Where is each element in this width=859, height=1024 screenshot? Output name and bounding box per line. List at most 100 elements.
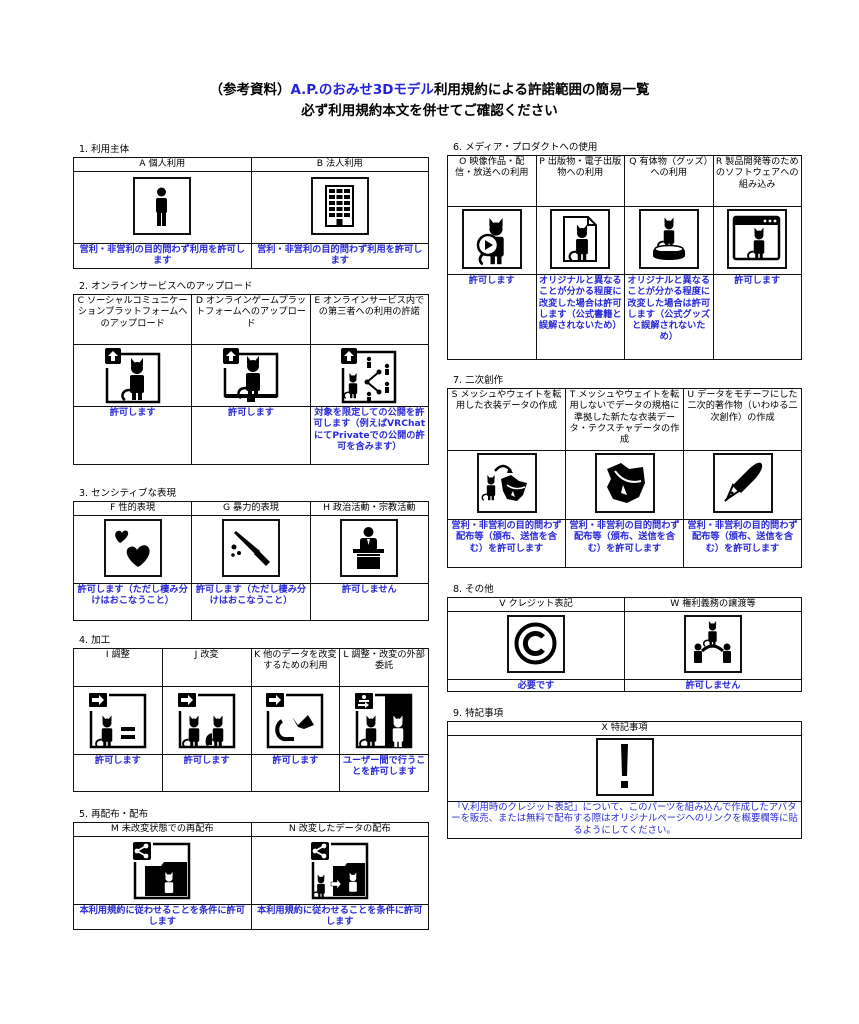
item-permission-v: 必要です — [447, 678, 625, 693]
title-brand: A.P.のおみせ3Dモデル — [290, 82, 434, 98]
item-permission-w: 許可しません — [624, 678, 802, 693]
item-label-i: I 調整 — [73, 648, 163, 687]
title-prefix: （参考資料） — [209, 82, 291, 98]
permission-table: F 性的表現 G 暴力的表現 H 政治活動・宗教活動 許可します（ただし棲み分け… — [72, 501, 430, 621]
item-label-q: Q 有体物（グッズ）への利用 — [624, 155, 714, 207]
section-redistribution: 5. 再配布・配布 M 未改変状態での再配布 N 改変したデータの配布 本利用規… — [73, 809, 429, 930]
section-title: 9. 特記事項 — [453, 708, 504, 719]
upload-avatar-icon — [104, 347, 160, 403]
building-icon — [310, 176, 369, 235]
item-label-d: D オンラインゲームプラットフォームへのアップロード — [191, 294, 311, 345]
section-special-notes: 9. 特記事項 X 特記事項 「V.利用時のクレジット表記」について、このパーツ… — [447, 708, 802, 839]
item-label-f: F 性的表現 — [72, 501, 193, 516]
item-label-s: S メッシュやウェイトを転用した衣装データの作成 — [447, 388, 566, 451]
item-label-j: J 改変 — [161, 648, 252, 687]
item-permission-t: 営利・非営利の目的問わず配布等（頒布、送信を含む）を許可します — [565, 519, 684, 568]
figure-icon — [638, 208, 699, 269]
item-permission-x: 「V.利用時のクレジット表記」について、このパーツを組み込んで作成したアバターを… — [447, 801, 802, 839]
item-permission-o: 許可します — [447, 274, 537, 360]
upload-monitor-icon — [222, 347, 279, 402]
item-label-m: M 未改変状態での再配布 — [73, 822, 252, 837]
item-permission-k: 許可します — [250, 754, 341, 792]
transfer-rights-icon — [684, 614, 742, 673]
title-suffix: 利用規約による許諾範囲の簡易一覧 — [433, 82, 650, 98]
item-permission-s: 営利・非営利の目的問わず配布等（頒布、送信を含む）を許可します — [447, 519, 566, 568]
item-label-v: V クレジット表記 — [447, 597, 625, 612]
section-title: 6. メディア・プロダクトへの使用 — [453, 142, 598, 153]
item-permission-i: 許可します — [73, 754, 163, 792]
parts-reuse-icon — [266, 692, 324, 748]
item-permission-b: 営利・非営利の目的問わず利用を許可します — [250, 243, 429, 269]
permission-table: M 未改変状態での再配布 N 改変したデータの配布 本利用規約に従わせることを条… — [73, 822, 429, 930]
item-permission-q: オリジナルと異なることが分かる程度に改変した場合は許可します（公式グッズと誤解さ… — [624, 274, 714, 360]
item-label-e: E オンラインサービス内での第三者への利用の許諾 — [309, 294, 430, 345]
item-permission-m: 本利用規約に従わせることを条件に許可します — [73, 904, 252, 930]
adjust-icon — [88, 692, 147, 748]
permission-table: A 個人利用 B 法人利用 営利・非営利の目的問わず利用を許可します 営利・非営… — [73, 157, 429, 269]
share-folder-icon — [132, 840, 191, 899]
outsource-icon — [355, 692, 413, 748]
upload-share-icon — [341, 347, 397, 403]
item-permission-l: ユーザー間で行うことを許可します — [339, 754, 429, 792]
item-permission-c: 許可します — [72, 406, 193, 465]
share-modified-icon — [309, 840, 368, 899]
item-permission-u: 営利・非営利の目的問わず配布等（頒布、送信を含む）を許可します — [683, 519, 802, 568]
item-permission-a: 営利・非営利の目的問わず利用を許可します — [73, 243, 252, 269]
permission-table: S メッシュやウェイトを転用した衣装データの作成 T メッシュやウェイトを転用し… — [447, 388, 802, 568]
outfit-transfer-icon — [476, 453, 537, 514]
item-label-g: G 暴力的表現 — [191, 501, 311, 516]
item-permission-e: 対象を限定しての公開を許可します（例えばVRChatにてPrivateでの公開の… — [309, 406, 430, 465]
video-play-icon — [461, 208, 522, 269]
item-label-p: P 出版物・電子出版物への利用 — [535, 155, 625, 207]
section-media-products: 6. メディア・プロダクトへの使用 O 映像作品・配信・放送への利用 P 出版物… — [447, 142, 802, 360]
section-title: 7. 二次創作 — [453, 375, 504, 386]
item-permission-h: 許可しません — [309, 583, 430, 621]
item-permission-n: 本利用規約に従わせることを条件に許可します — [250, 904, 429, 930]
item-permission-r: 許可します — [712, 274, 802, 360]
item-label-h: H 政治活動・宗教活動 — [309, 501, 430, 516]
item-label-n: N 改変したデータの配布 — [250, 822, 429, 837]
section-title: 2. オンラインサービスへのアップロード — [79, 281, 253, 292]
item-label-u: U データをモチーフにした二次的著作物（いわゆる二次創作）の作成 — [683, 388, 802, 451]
item-label-t: T メッシュやウェイトを転用しないでデータの規格に準拠した新たな衣装データ・テク… — [565, 388, 684, 451]
permission-table: V クレジット表記 W 権利義務の譲渡等 必要です 許可しません — [447, 597, 802, 693]
copyright-icon — [507, 614, 565, 673]
person-icon — [133, 176, 192, 235]
item-permission-p: オリジナルと異なることが分かる程度に改変した場合は許可します（公式書籍と誤解され… — [535, 274, 625, 360]
permission-table: O 映像作品・配信・放送への利用 P 出版物・電子出版物への利用 Q 有体物（グ… — [447, 155, 802, 360]
exclamation-icon — [595, 737, 654, 796]
permission-table: X 特記事項 「V.利用時のクレジット表記」について、このパーツを組み込んで作成… — [447, 721, 802, 839]
modify-icon — [177, 692, 235, 748]
item-label-l: L 調整・改変の外部委託 — [339, 648, 429, 687]
item-permission-j: 許可します — [161, 754, 252, 792]
item-label-c: C ソーシャルコミュニケーションプラットフォームへのアップロード — [72, 294, 193, 345]
item-label-a: A 個人利用 — [73, 157, 252, 172]
permission-table: C ソーシャルコミュニケーションプラットフォームへのアップロード D オンライン… — [72, 294, 430, 465]
page-subtitle: 必ず利用規約本文を併せてご確認ください — [301, 103, 558, 119]
item-permission-d: 許可します — [191, 406, 311, 465]
section-online-upload: 2. オンラインサービスへのアップロード C ソーシャルコミュニケーションプラッ… — [72, 281, 430, 465]
section-title: 4. 加工 — [79, 635, 111, 646]
section-title: 1. 利用主体 — [79, 144, 130, 155]
item-label-r: R 製品開発等のためのソフトウェアへの組み込み — [712, 155, 802, 207]
section-title: 8. その他 — [453, 584, 494, 595]
page-title: （参考資料）A.P.のおみせ3Dモデル利用規約による許諾範囲の簡易一覧 — [0, 80, 859, 100]
section-usage-subject: 1. 利用主体 A 個人利用 B 法人利用 営利・非営利の目的問わず利用を許可し… — [73, 144, 429, 269]
document-icon — [550, 208, 611, 269]
section-title: 5. 再配布・配布 — [79, 809, 149, 820]
pen-nib-icon — [712, 453, 773, 514]
knife-icon — [221, 518, 280, 577]
item-permission-f: 許可します（ただし棲み分けはおこなうこと） — [72, 583, 193, 621]
item-label-b: B 法人利用 — [250, 157, 429, 172]
permission-table: I 調整 J 改変 K 他のデータを改変するための利用 L 調整・改変の外部委託… — [73, 648, 429, 792]
section-title: 3. センシティブな表現 — [79, 488, 177, 499]
item-label-k: K 他のデータを改変するための利用 — [250, 648, 341, 687]
section-processing: 4. 加工 I 調整 J 改変 K 他のデータを改変するための利用 L 調整・改… — [73, 635, 429, 792]
item-permission-g: 許可します（ただし棲み分けはおこなうこと） — [191, 583, 311, 621]
section-derivative-works: 7. 二次創作 S メッシュやウェイトを転用した衣装データの作成 T メッシュや… — [447, 375, 802, 568]
outfit-icon — [594, 453, 655, 514]
item-label-w: W 権利義務の譲渡等 — [624, 597, 802, 612]
item-label-x: X 特記事項 — [447, 721, 802, 736]
hearts-icon — [103, 518, 162, 577]
section-others: 8. その他 V クレジット表記 W 権利義務の譲渡等 必要です 許可しません — [447, 584, 802, 693]
